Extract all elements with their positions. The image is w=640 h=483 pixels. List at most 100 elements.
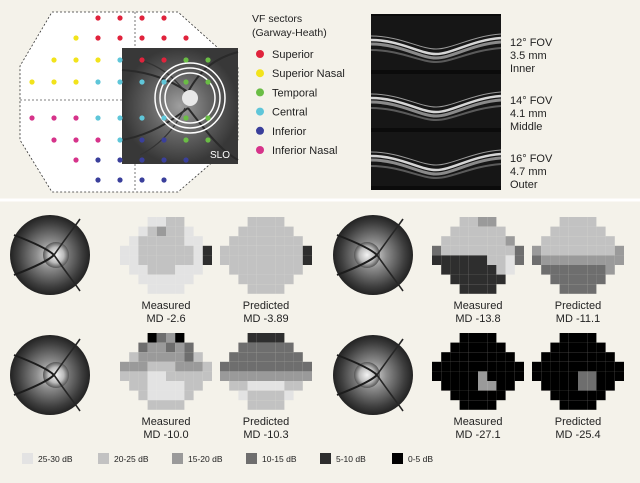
vf-cell (514, 371, 524, 381)
vf-cell (275, 381, 285, 391)
vf-point (117, 35, 123, 41)
vf-cell (596, 265, 606, 275)
vf-cell (496, 361, 506, 372)
vf-cell (487, 284, 497, 294)
fundus-photo (333, 335, 413, 415)
vf-cell (293, 352, 303, 362)
vf-point (95, 57, 101, 63)
scale-label: 5-10 dB (336, 454, 366, 464)
vf-cell (568, 352, 578, 362)
vf-cell (247, 361, 257, 372)
vf-cell (166, 361, 176, 372)
vf-cell (247, 217, 257, 227)
vf-point (139, 79, 145, 85)
measured-vf-map (432, 333, 524, 410)
vf-point (183, 79, 189, 85)
vf-cell (596, 274, 606, 285)
vf-cell (578, 245, 588, 256)
vf-cell (266, 333, 276, 343)
vf-cell (166, 342, 176, 353)
vf-cell (220, 361, 230, 372)
vf-cell (559, 245, 569, 256)
scale-swatch (392, 453, 403, 464)
vf-cell (266, 361, 276, 372)
vf-cell (156, 255, 166, 265)
vf-cell (166, 352, 176, 362)
vf-cell (266, 342, 276, 353)
vf-cell (293, 265, 303, 275)
vf-cell (605, 381, 615, 391)
vf-cell (229, 265, 239, 275)
vf-cell (496, 236, 506, 246)
vf-cell (293, 371, 303, 381)
vf-cell (550, 342, 560, 353)
vf-cell (275, 390, 285, 401)
vf-cell (193, 255, 203, 265)
vf-cell (596, 361, 606, 372)
vf-cell (487, 236, 497, 246)
vf-cell (229, 371, 239, 381)
vf-cell (256, 333, 266, 343)
vf-cell (275, 284, 285, 294)
vf-cell (266, 226, 276, 237)
vf-cell (550, 274, 560, 285)
vf-cell (487, 400, 497, 410)
vf-cell (284, 236, 294, 246)
vf-point (117, 115, 123, 121)
vf-cell (559, 342, 569, 353)
vf-cell (175, 400, 185, 410)
vf-cell (256, 352, 266, 362)
vf-cell (514, 361, 524, 372)
vf-cell (541, 371, 551, 381)
vf-cell (587, 400, 597, 410)
oct-ring-label: Middle (510, 121, 542, 133)
vf-cell (284, 274, 294, 285)
scale-label: 20-25 dB (114, 454, 149, 464)
measured-md-value: MD -27.1 (455, 429, 500, 441)
measured-md-value: MD -2.6 (146, 313, 185, 325)
vf-cell (266, 371, 276, 381)
legend-title-line2: (Garway-Heath) (252, 27, 327, 39)
vf-cell (496, 371, 506, 381)
vf-cell (175, 226, 185, 237)
vf-cell (256, 284, 266, 294)
vf-cell (220, 371, 230, 381)
vf-point (73, 157, 79, 163)
vf-cell (568, 342, 578, 353)
vf-point (73, 79, 79, 85)
vf-cell (184, 361, 194, 372)
legend-swatch (256, 69, 264, 78)
vf-cell (459, 274, 469, 285)
vf-cell (147, 284, 157, 294)
vf-cell (468, 245, 478, 256)
vf-cell (559, 255, 569, 265)
vf-cell (156, 226, 166, 237)
vf-point (117, 79, 123, 85)
vf-cell (468, 284, 478, 294)
vf-point (161, 137, 167, 143)
vf-cell (496, 274, 506, 285)
vf-cell (247, 352, 257, 362)
vf-cell (129, 352, 139, 362)
vf-cell (559, 400, 569, 410)
vf-cell (284, 352, 294, 362)
scale-label: 25-30 dB (38, 454, 73, 464)
vf-cell (238, 352, 248, 362)
vf-point (205, 57, 211, 63)
vf-cell (559, 361, 569, 372)
vf-cell (247, 236, 257, 246)
vf-point (139, 115, 145, 121)
vf-cell (138, 342, 148, 353)
vf-cell (450, 381, 460, 391)
vf-cell (459, 217, 469, 227)
vf-cell (156, 284, 166, 294)
vf-cell (138, 371, 148, 381)
vf-cell (229, 245, 239, 256)
vf-cell (459, 333, 469, 343)
vf-cell (505, 361, 515, 372)
vf-cell (478, 217, 488, 227)
vf-cell (138, 390, 148, 401)
vf-cell (496, 245, 506, 256)
vf-cell (147, 400, 157, 410)
